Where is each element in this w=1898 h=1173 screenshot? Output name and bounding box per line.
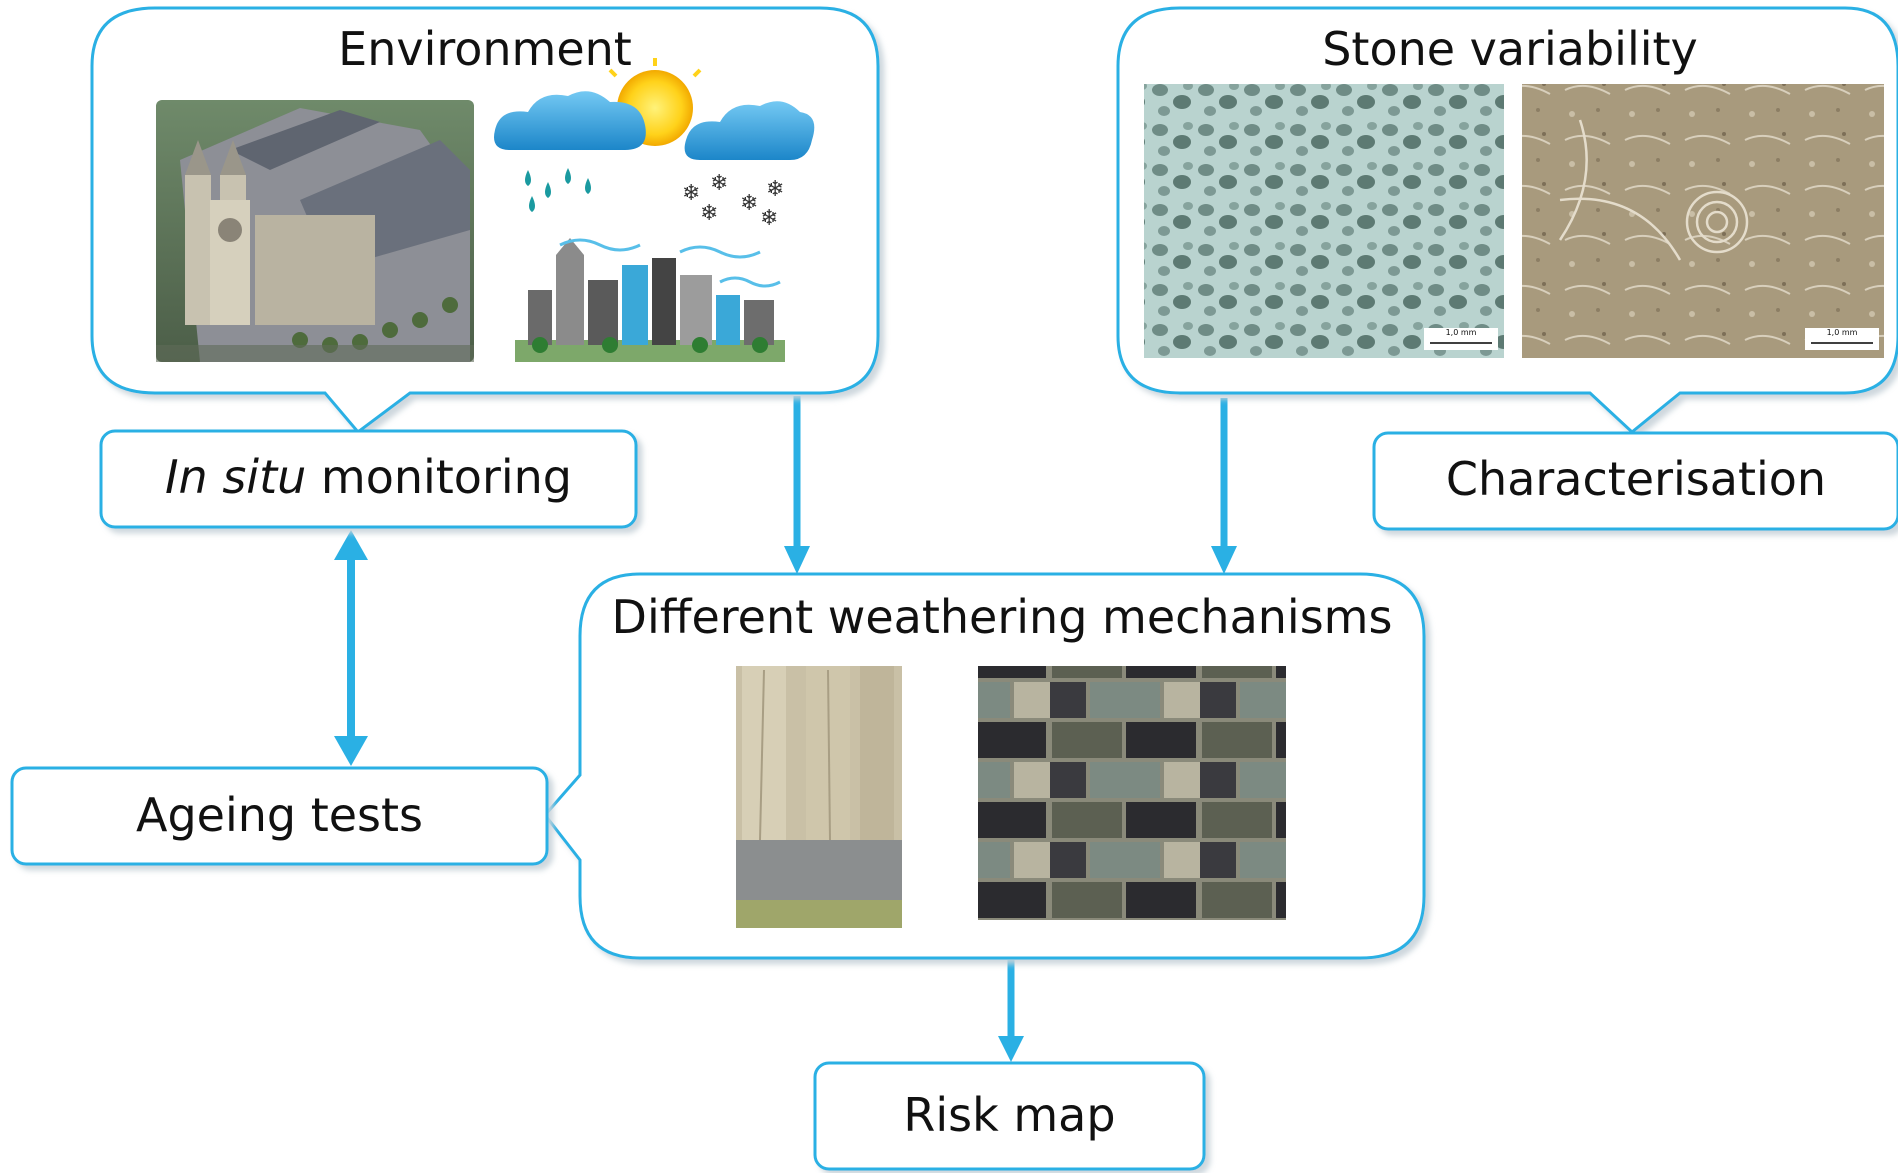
stone-variability-title: Stone variability (1322, 22, 1698, 76)
environment-title: Environment (338, 22, 632, 76)
porous-stone-photo (1144, 84, 1504, 358)
arrowhead (1211, 546, 1237, 574)
risk-map-label: Risk map (903, 1088, 1116, 1142)
rain-cloud-icon (494, 91, 646, 212)
svg-text:❄: ❄ (766, 177, 784, 202)
city-wind-icon (515, 238, 785, 362)
characterisation-label: Characterisation (1445, 452, 1827, 506)
in-situ-monitoring-label: In situ monitoring (101, 452, 636, 503)
eroded-columns-photo (736, 666, 902, 928)
arrowhead-down (334, 736, 368, 766)
ageing-tests-label: Ageing tests (135, 788, 424, 842)
in-situ-box (99, 429, 638, 529)
fossil-stone-photo (1522, 84, 1884, 358)
cathedral-photo (156, 100, 474, 362)
characterisation-box (1372, 431, 1898, 531)
arrowhead (998, 1036, 1024, 1062)
monitoring-text: monitoring (306, 450, 573, 504)
risk-map-box (813, 1061, 1206, 1171)
ageing-tests-box (10, 766, 549, 866)
arrowhead-up (334, 530, 368, 560)
arrowhead (784, 546, 810, 574)
weathering-title: Different weathering mechanisms (611, 590, 1393, 644)
svg-text:❄: ❄ (710, 171, 728, 196)
svg-text:❄: ❄ (740, 191, 758, 216)
snow-cloud-icon: ❄❄❄ ❄❄❄ (682, 101, 815, 231)
svg-text:❄: ❄ (700, 201, 718, 226)
scale-label-1: 1,0 mm (1445, 328, 1477, 337)
connectors (334, 396, 1237, 1062)
scale-label-2: 1,0 mm (1826, 328, 1858, 337)
blackened-wall-photo (978, 666, 1286, 920)
in-situ-italic: In situ (164, 450, 307, 504)
svg-text:❄: ❄ (760, 206, 778, 231)
svg-text:❄: ❄ (682, 181, 700, 206)
